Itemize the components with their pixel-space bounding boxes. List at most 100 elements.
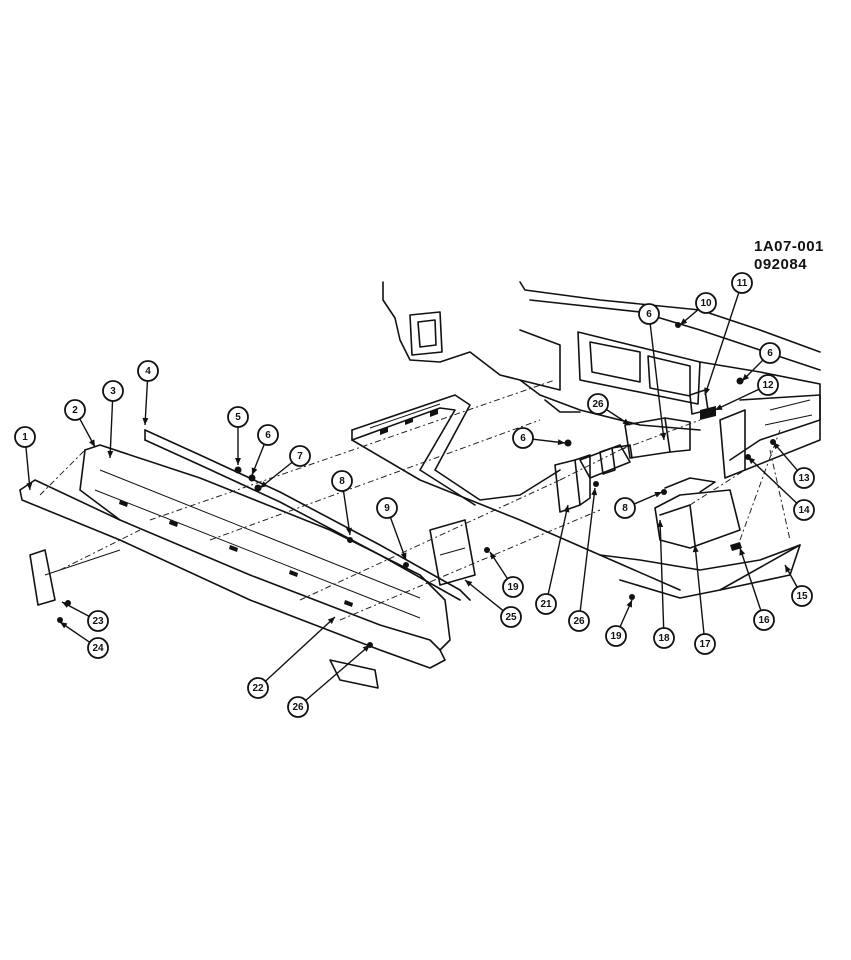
callout-arrowhead xyxy=(142,417,149,425)
callout-circle xyxy=(605,625,627,647)
callout-circle xyxy=(793,467,815,489)
callout-arrowhead xyxy=(60,622,68,629)
callout-14: 14 xyxy=(747,456,815,521)
callout-number: 10 xyxy=(700,298,712,309)
callout-arrowhead xyxy=(739,548,746,556)
callout-arrowhead xyxy=(465,580,473,587)
callout-arrowhead xyxy=(62,602,70,608)
callout-circle xyxy=(759,342,781,364)
callout-arrowhead xyxy=(89,439,95,447)
callout-circle xyxy=(289,445,311,467)
callout-number: 6 xyxy=(265,430,271,441)
callout-arrowhead xyxy=(748,457,756,464)
callout-arrowhead xyxy=(557,439,565,446)
callout-arrowhead xyxy=(400,552,407,560)
callout-13: 13 xyxy=(772,441,815,489)
front-bumper-face-bar xyxy=(19,444,451,689)
callout-number: 8 xyxy=(339,476,345,487)
callout-number: 19 xyxy=(610,631,622,642)
callout-number: 13 xyxy=(798,473,810,484)
callout-arrowhead xyxy=(692,545,699,553)
callout-leader xyxy=(464,579,504,612)
callout-15: 15 xyxy=(784,564,813,607)
callout-circle xyxy=(14,426,36,448)
callout-circle xyxy=(137,360,159,382)
callout-22: 22 xyxy=(247,616,336,699)
callout-arrowhead xyxy=(591,488,598,496)
callout-number: 19 xyxy=(507,582,519,593)
callout-circle xyxy=(512,427,534,449)
callout-26: 26 xyxy=(568,487,598,632)
callout-11: 11 xyxy=(704,272,753,396)
callout-circle xyxy=(757,374,779,396)
fasteners xyxy=(57,322,776,648)
callout-leader xyxy=(144,380,149,426)
callout-number: 9 xyxy=(384,503,390,514)
callout-circle xyxy=(87,610,109,632)
callout-arrowhead xyxy=(327,617,335,624)
callout-number: 16 xyxy=(758,615,770,626)
callout-layer: 1234567891925232422266212626610116121314… xyxy=(14,272,815,718)
callout-circle xyxy=(731,272,753,294)
callout-6: 6 xyxy=(251,424,279,476)
callout-number: 5 xyxy=(235,412,241,423)
callout-number: 18 xyxy=(658,633,670,644)
callout-number: 1 xyxy=(22,432,28,443)
callout-circle xyxy=(227,406,249,428)
callout-arrowhead xyxy=(622,418,630,425)
callout-3: 3 xyxy=(102,380,124,459)
callout-1: 1 xyxy=(14,426,36,491)
callout-21: 21 xyxy=(535,504,570,615)
callout-arrowhead xyxy=(680,318,688,325)
callout-circle xyxy=(568,610,590,632)
callout-19: 19 xyxy=(605,599,633,647)
callout-6: 6 xyxy=(741,342,781,382)
callout-number: 4 xyxy=(145,366,151,377)
callout-16: 16 xyxy=(739,547,775,631)
callout-23: 23 xyxy=(61,601,109,632)
callout-leader xyxy=(389,517,407,561)
callout-number: 12 xyxy=(762,380,774,391)
reference-block: 1A07-001 092084 xyxy=(754,238,824,274)
callout-number: 2 xyxy=(72,405,78,416)
callout-26: 26 xyxy=(587,393,631,426)
upper-trim-strip xyxy=(144,429,471,601)
callout-circle xyxy=(64,399,86,421)
callout-arrowhead xyxy=(715,404,723,410)
callout-leader xyxy=(109,400,114,459)
callout-arrowhead xyxy=(490,552,497,560)
callout-arrowhead xyxy=(773,442,780,450)
callout-circle xyxy=(614,497,636,519)
callout-arrowhead xyxy=(660,432,667,440)
callout-circle xyxy=(694,633,716,655)
callout-18: 18 xyxy=(653,519,675,649)
callout-number: 15 xyxy=(796,591,808,602)
callout-number: 6 xyxy=(767,348,773,359)
callout-26: 26 xyxy=(287,644,371,718)
callout-5: 5 xyxy=(227,406,249,465)
callout-number: 21 xyxy=(540,599,552,610)
callout-17: 17 xyxy=(692,544,716,655)
callout-arrowhead xyxy=(251,467,258,475)
callout-leader xyxy=(704,292,740,396)
reference-code: 1A07-001 xyxy=(754,238,824,255)
callout-arrowhead xyxy=(785,565,791,573)
callout-10: 10 xyxy=(679,292,717,326)
callout-leader xyxy=(739,547,762,611)
callout-number: 7 xyxy=(297,451,303,462)
callout-leader xyxy=(264,616,336,682)
callout-number: 11 xyxy=(737,278,748,289)
callout-number: 23 xyxy=(92,616,104,627)
callout-number: 24 xyxy=(92,643,104,654)
callout-circle xyxy=(287,696,309,718)
callout-8: 8 xyxy=(614,491,663,519)
callout-circle xyxy=(376,497,398,519)
callout-arrowhead xyxy=(654,492,662,498)
callout-7: 7 xyxy=(259,445,311,489)
callout-number: 25 xyxy=(505,612,517,623)
license-plate-bracket xyxy=(429,519,476,586)
callout-leader xyxy=(659,519,665,629)
callout-circle xyxy=(331,470,353,492)
callout-number: 17 xyxy=(699,639,711,650)
